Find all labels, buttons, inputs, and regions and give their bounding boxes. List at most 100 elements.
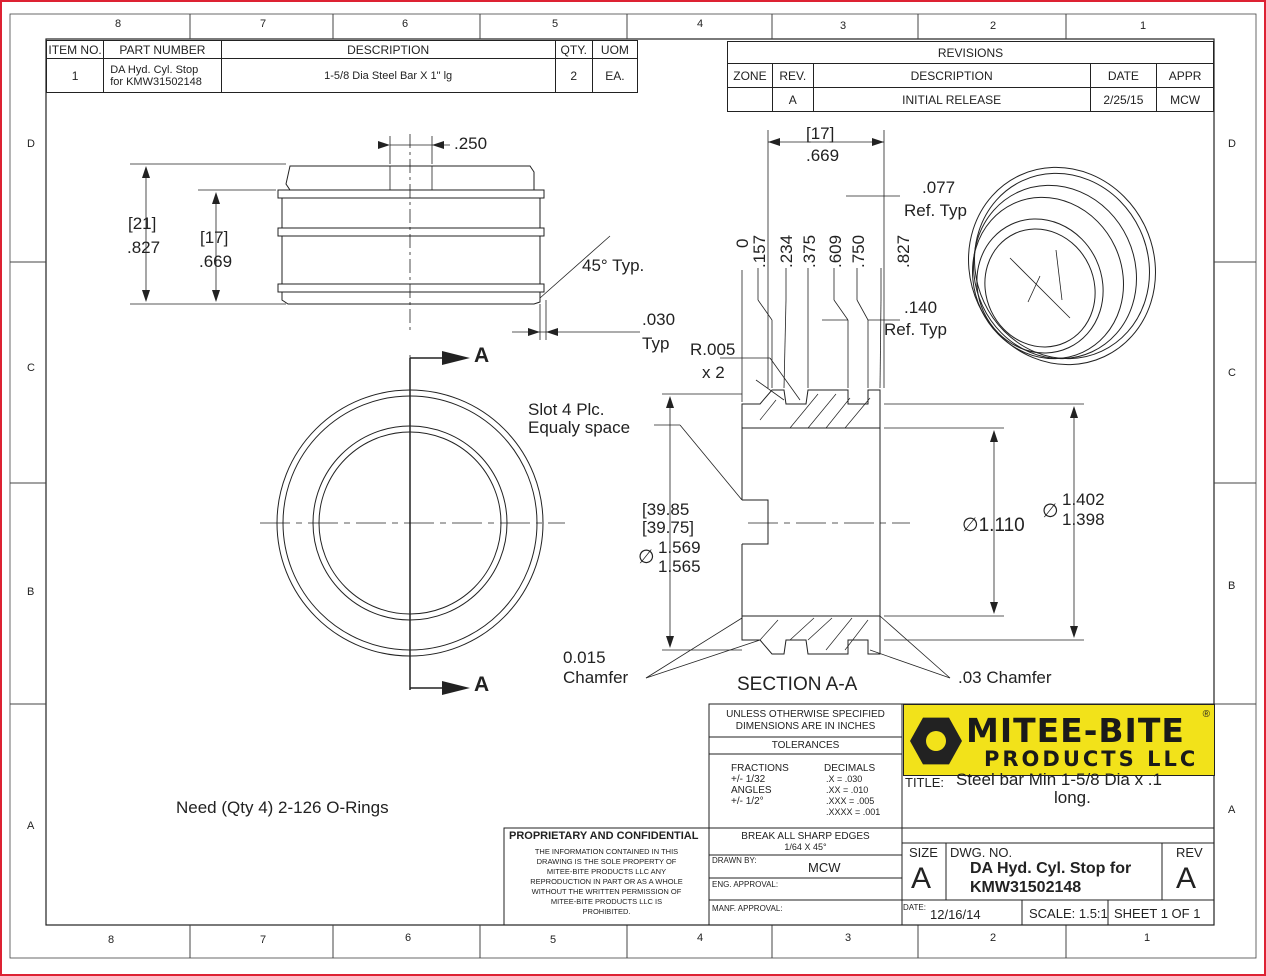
zone-ticks bbox=[10, 14, 1256, 958]
dim-groove-in: .669 bbox=[199, 252, 233, 271]
rev-header-date: DATE bbox=[1089, 63, 1158, 88]
bom-header-desc: DESCRIPTION bbox=[220, 40, 556, 59]
dim-od-mm: [21] bbox=[128, 214, 157, 233]
company-logo: MITEE-BITE PRODUCTS LLC ® bbox=[903, 704, 1215, 776]
zone-col-2: 2 bbox=[990, 20, 997, 32]
dim-chamfer030: .030 bbox=[642, 310, 676, 329]
dim-chamfer03: .03 Chamfer bbox=[958, 668, 1052, 687]
tb-prop-text: THE INFORMATION CONTAINED IN THIS DRAWIN… bbox=[504, 847, 709, 917]
tb-sheet: SHEET 1 OF 1 bbox=[1114, 906, 1201, 921]
ordinate-375: .375 bbox=[800, 234, 819, 268]
tb-prop-title: PROPRIETARY AND CONFIDENTIAL bbox=[509, 830, 699, 842]
zone-row-b: B bbox=[27, 586, 35, 598]
tb-drawn-by: MCW bbox=[808, 860, 841, 875]
zone-row-b-right: B bbox=[1228, 580, 1236, 592]
tb-decimals-label: DECIMALS bbox=[824, 763, 876, 774]
rev-description: INITIAL RELEASE bbox=[812, 87, 1091, 112]
section-arrows bbox=[442, 351, 470, 695]
bom-part: DA Hyd. Cyl. Stop for KMW31502148 bbox=[103, 58, 222, 93]
tb-prop-line: THE INFORMATION CONTAINED IN THIS bbox=[534, 847, 679, 856]
dia-symbol-od: ∅ bbox=[1042, 501, 1059, 522]
bom-qty: 2 bbox=[554, 58, 593, 93]
rev-date: 2/25/15 bbox=[1089, 87, 1158, 112]
dim-bore: ∅1.110 bbox=[962, 514, 1025, 537]
bom-description: 1-5/8 Dia Steel Bar X 1" lg bbox=[220, 58, 556, 93]
tb-size-label: SIZE bbox=[909, 845, 938, 860]
dim-length-mm: [17] bbox=[806, 124, 835, 143]
tb-tolerances: TOLERANCES bbox=[771, 740, 840, 751]
tb-prop-line: DRAWING IS THE SOLE PROPERTY OF bbox=[536, 857, 677, 866]
zone-row-a-right: A bbox=[1228, 804, 1236, 816]
dim-groove-dia-upper: 1.569 bbox=[658, 538, 701, 557]
bom-header-qty: QTY. bbox=[554, 40, 593, 59]
dim-angle: 45° Typ. bbox=[582, 256, 645, 275]
tb-title-label: TITLE: bbox=[905, 775, 945, 790]
bom-item: 1 bbox=[45, 58, 105, 93]
dim-od-upper: 1.402 bbox=[1062, 490, 1105, 509]
rev-header-desc: DESCRIPTION bbox=[812, 63, 1091, 88]
ordinate-750: .750 bbox=[849, 234, 868, 268]
section-marker-bottom: A bbox=[474, 673, 490, 696]
zone-col-7: 7 bbox=[260, 18, 267, 30]
zone-col-1: 1 bbox=[1140, 20, 1147, 32]
tb-break-edges-size: 1/64 X 45° bbox=[784, 842, 827, 852]
tb-unless-1: UNLESS OTHERWISE SPECIFIED bbox=[726, 709, 885, 720]
dim-ref077-typ: Ref. Typ bbox=[904, 201, 967, 220]
rev-appr: MCW bbox=[1156, 87, 1214, 112]
dim-chamfer015: 0.015 bbox=[563, 648, 606, 667]
note-slot: Slot 4 Plc. bbox=[528, 400, 605, 419]
bom-header-uom: UOM bbox=[591, 40, 639, 59]
tb-title-line2: long. bbox=[1054, 788, 1091, 807]
tb-rev-label: REV bbox=[1176, 845, 1203, 860]
bom-part-line2: for KMW31502148 bbox=[110, 75, 202, 88]
dim-ref140: .140 bbox=[904, 298, 938, 317]
revisions-table: REVISIONS ZONE REV. DESCRIPTION DATE APP… bbox=[727, 41, 1214, 112]
tb-date: 12/16/14 bbox=[930, 907, 981, 922]
tb-dwg-no-line1: DA Hyd. Cyl. Stop for bbox=[970, 860, 1132, 877]
section-view bbox=[645, 130, 1084, 679]
dim-radius-count: x 2 bbox=[702, 363, 725, 382]
tb-prop-line: MITEE-BITE PRODUCTS LLC ANY bbox=[546, 867, 667, 876]
revisions-title: REVISIONS bbox=[727, 41, 1214, 64]
tb-prop-line: REPRODUCTION IN PART OR AS A WHOLE bbox=[530, 877, 683, 886]
zone-row-d: D bbox=[27, 138, 35, 150]
tb-dec4: .XXXX = .001 bbox=[826, 807, 881, 817]
ordinate-234: .234 bbox=[777, 234, 796, 268]
bom-table: ITEM NO. PART NUMBER DESCRIPTION QTY. UO… bbox=[45, 40, 639, 93]
dim-od-lower: 1.398 bbox=[1062, 510, 1105, 529]
tb-angles-label: ANGLES bbox=[731, 785, 772, 796]
rev-zone bbox=[727, 87, 773, 112]
iso-view bbox=[968, 166, 1156, 366]
zone-col-2-bottom: 2 bbox=[990, 932, 997, 944]
tb-dwg-no-label: DWG. NO. bbox=[950, 845, 1013, 860]
logo-line1: MITEE-BITE bbox=[966, 711, 1185, 750]
zone-row-c: C bbox=[27, 362, 35, 374]
zone-col-8: 8 bbox=[115, 18, 122, 30]
rev-header-rev: REV. bbox=[771, 63, 814, 88]
dim-length-in: .669 bbox=[806, 146, 840, 165]
dim-radius: R.005 bbox=[690, 340, 736, 359]
tb-drawn-by-label: DRAWN BY: bbox=[712, 856, 757, 865]
bom-uom: EA. bbox=[591, 58, 639, 93]
dia-symbol: ∅ bbox=[962, 515, 979, 536]
zone-row-c-right: C bbox=[1228, 367, 1236, 379]
dim-slot-width: .250 bbox=[454, 134, 488, 153]
zone-col-3: 3 bbox=[840, 20, 847, 32]
tb-dec3: .XXX = .005 bbox=[826, 796, 875, 806]
tb-break-edges: BREAK ALL SHARP EDGES bbox=[741, 831, 870, 842]
front-view bbox=[260, 355, 565, 690]
note-slot-spacing: Equaly space bbox=[528, 418, 631, 437]
zone-col-1-bottom: 1 bbox=[1144, 932, 1151, 944]
dim-chamfer030-typ: Typ bbox=[642, 334, 670, 353]
zone-col-8-bottom: 8 bbox=[108, 934, 115, 946]
tb-rev: A bbox=[1176, 862, 1197, 895]
section-arrows-heads bbox=[666, 138, 1078, 648]
tb-prop-line: WITHOUT THE WRITTEN PERMISSION OF bbox=[531, 887, 682, 896]
dim-ref140-typ: Ref. Typ bbox=[884, 320, 947, 339]
rev-header-zone: ZONE bbox=[727, 63, 773, 88]
dim-bore-value: 1.110 bbox=[978, 515, 1025, 536]
rev-header-appr: APPR bbox=[1156, 63, 1214, 88]
section-marker-top: A bbox=[474, 344, 490, 367]
